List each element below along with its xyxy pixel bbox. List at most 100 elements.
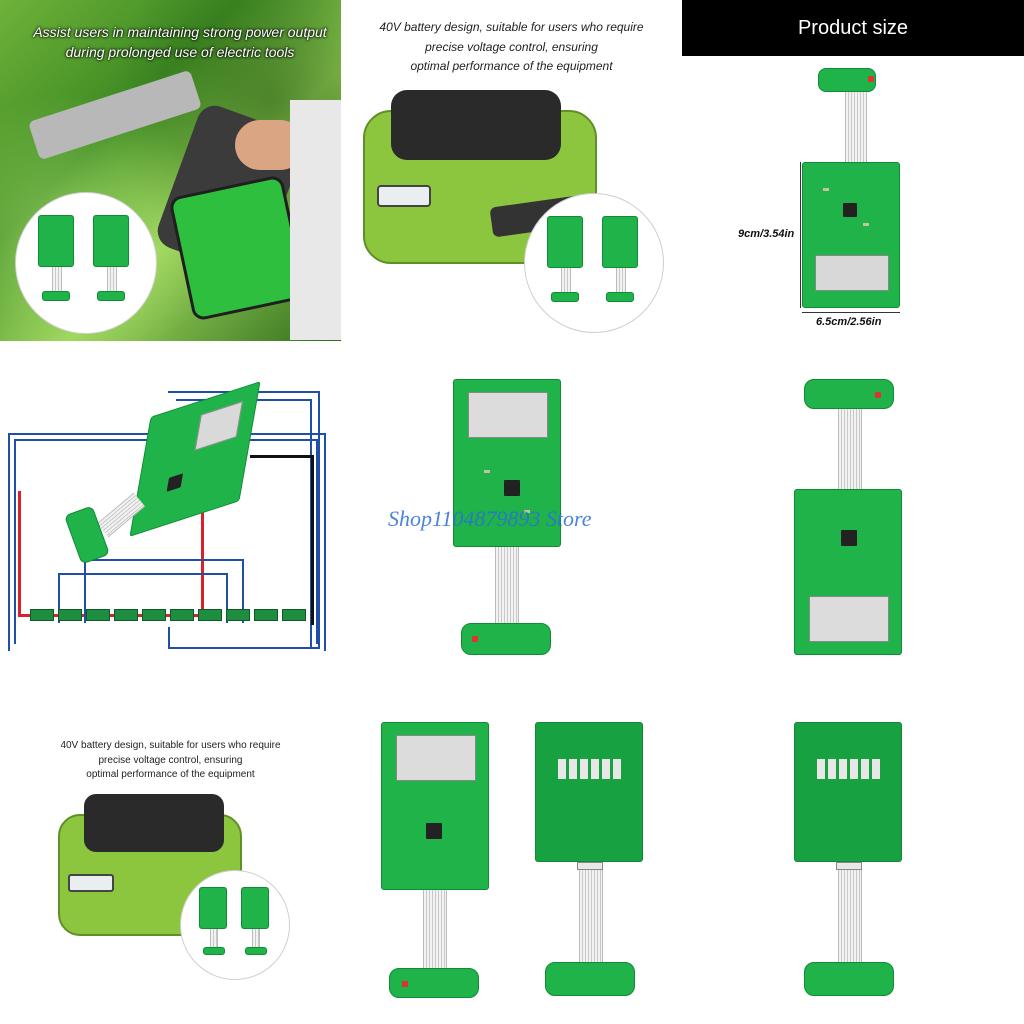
pcb-back-thumb-3 (241, 887, 269, 929)
flipped-pcb-tab (804, 379, 894, 409)
flipped-pcb-ribbon (838, 409, 862, 489)
hedge-caption: Assist users in maintaining strong power… (33, 24, 327, 60)
blue-wire-lower-3 (168, 627, 320, 649)
battery-cell-8 (226, 609, 250, 621)
front-pcb-smd-1 (484, 470, 490, 473)
pair-front-tab-led (402, 981, 408, 987)
battery-top-cap (391, 90, 561, 160)
front-pcb-ribbon (495, 547, 519, 623)
pcb-preview-bubble-2 (524, 193, 664, 333)
arm-sleeve (290, 100, 341, 340)
battery-cell-4 (114, 609, 138, 621)
tile-pcb-back (682, 682, 1024, 1024)
front-pcb-chip (504, 480, 520, 496)
battery-cell-1 (30, 609, 54, 621)
battery-bottom-caption-1: 40V battery design, suitable for users w… (60, 740, 281, 751)
back-pcb-ribbon (838, 870, 862, 962)
pair-front-tab (389, 968, 479, 998)
battery-cell-6 (170, 609, 194, 621)
pcb-front-ribbon (52, 267, 62, 291)
battery-cell-3 (86, 609, 110, 621)
pcb-front-thumb-3 (199, 887, 227, 929)
size-pcb-tab (818, 68, 876, 92)
store-watermark: Shop1104879893 Store (388, 506, 592, 531)
battery-bottom-caption-3: optimal performance of the equipment (86, 769, 255, 780)
front-pcb-tab-led (472, 636, 478, 642)
back-pcb-connector (836, 862, 862, 870)
pcb-back-ribbon (107, 267, 117, 291)
front-pcb-terminals (468, 392, 548, 438)
tile-pcb-flipped (682, 341, 1024, 682)
back-pcb-board (794, 722, 902, 862)
flipped-pcb-board (794, 489, 902, 655)
pcb-front-tab (42, 291, 70, 301)
pcb-front-ribbon-2 (561, 268, 571, 292)
battery-bottom-cap (84, 794, 224, 852)
pair-front-board (381, 722, 489, 890)
pair-front-ribbon (423, 890, 447, 968)
battery-bottom-caption-2: precise voltage control, ensuring (98, 755, 243, 766)
flipped-pcb-terminals (809, 596, 889, 642)
pcb-front-thumb (38, 215, 74, 267)
tile-battery-top: 40V battery design, suitable for users w… (341, 0, 682, 341)
size-pcb-tab-led (868, 76, 874, 82)
pcb-front-tab-3 (203, 947, 225, 955)
battery-led-window (377, 185, 431, 207)
battery-cell-5 (142, 609, 166, 621)
blue-wire-lower-1 (58, 573, 228, 623)
tile-hedge-trimmer: Assist users in maintaining strong power… (0, 0, 341, 341)
width-label: 6.5cm/2.56in (816, 316, 882, 328)
pair-front-chip (426, 823, 442, 839)
pair-back-board (535, 722, 643, 862)
flipped-pcb-chip (841, 530, 857, 546)
pcb-back-ribbon-3 (252, 929, 260, 947)
pcb-front-thumb-2 (547, 216, 583, 268)
size-pcb-smd-2 (863, 223, 869, 226)
tile-pcb-front (341, 341, 682, 682)
pcb-back-ribbon-2 (616, 268, 626, 292)
height-dimension-line (800, 162, 801, 308)
flipped-pcb-tab-led (875, 392, 881, 398)
pcb-preview-bubble-3 (180, 870, 290, 980)
height-label: 9cm/3.54in (738, 228, 795, 240)
back-pcb-tab (804, 962, 894, 996)
pair-front-terminals (396, 735, 476, 781)
battery-top-caption-3: optimal performance of the equipment (410, 59, 613, 73)
pair-back-pads (558, 759, 622, 779)
red-wire (18, 491, 204, 617)
size-pcb-board (802, 162, 900, 308)
battery-cell-10 (282, 609, 306, 621)
pcb-front-ribbon-3 (210, 929, 218, 947)
pair-back-ribbon (579, 870, 603, 962)
pair-back-connector (577, 862, 603, 870)
size-pcb-terminals (815, 255, 889, 291)
pair-back-tab (545, 962, 635, 996)
wiring-pcb-terminals (194, 401, 243, 451)
battery-top-caption-2: precise voltage control, ensuring (425, 40, 598, 54)
back-pcb-pads (817, 759, 881, 779)
size-pcb-chip (843, 203, 857, 217)
front-pcb-smd-2 (524, 510, 530, 513)
battery-cell-7 (198, 609, 222, 621)
front-pcb-tab (461, 623, 551, 655)
width-dimension-line (802, 312, 900, 313)
tile-product-size: Product size 9cm/3.54in 6.5cm/2.56in (682, 0, 1024, 341)
battery-bottom-led (68, 874, 114, 892)
tile-battery-bottom: 40V battery design, suitable for users w… (0, 682, 341, 1024)
battery-cell-2 (58, 609, 82, 621)
pcb-preview-bubble (15, 192, 157, 334)
pcb-front-tab-2 (551, 292, 579, 302)
size-pcb-smd-1 (823, 188, 829, 191)
front-pcb-board (453, 379, 561, 547)
blue-wire-lower-2 (84, 559, 244, 623)
tile-pcb-pair (341, 682, 682, 1024)
pcb-back-thumb (93, 215, 129, 267)
wiring-pcb-chip (166, 473, 184, 492)
size-pcb-ribbon (845, 92, 867, 162)
black-wire (250, 455, 314, 625)
product-size-header: Product size (682, 0, 1024, 56)
pcb-back-tab (97, 291, 125, 301)
tile-wiring-diagram (0, 341, 341, 682)
pcb-back-tab-2 (606, 292, 634, 302)
pcb-back-tab-3 (245, 947, 267, 955)
